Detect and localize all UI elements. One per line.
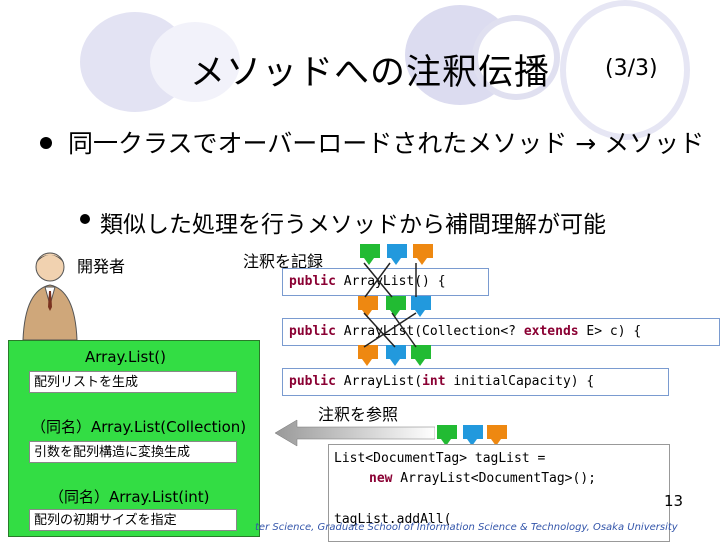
code-text: ArrayList() { [335, 274, 446, 289]
method-title-arraylist-int: （同名）Array.List(int) [49, 488, 210, 506]
bullet-dot [80, 214, 90, 224]
annotation-tag [463, 425, 483, 446]
decor-circle [150, 22, 240, 102]
footer-text: ter Science, Graduate School of Informat… [255, 522, 678, 533]
annotation-tag [386, 345, 406, 366]
code-text: ArrayList<DocumentTag>(); [392, 471, 596, 486]
method-list-panel: Array.List() 配列リストを生成 （同名）Array.List(Col… [8, 340, 260, 537]
code-line-arraylist-int: public ArrayList(int initialCapacity) { [282, 368, 669, 396]
code-text: ArrayList(Collection<? [335, 324, 524, 339]
code-text: initialCapacity) { [445, 374, 595, 389]
bullet-overloaded-methods: 同一クラスでオーバーロードされたメソッド → メソッド [68, 129, 705, 158]
method-title-arraylist-collection: （同名）Array.List(Collection) [31, 418, 247, 436]
code-keyword: extends [523, 324, 579, 339]
page-number: 13 [664, 492, 684, 510]
code-usage-snippet: List<DocumentTag> tagList = new ArrayLis… [328, 444, 670, 542]
decor-circle [560, 0, 690, 140]
code-keyword: public [289, 374, 336, 389]
bullet-dot [40, 137, 52, 149]
annotation-tag [413, 244, 433, 265]
code-text: ArrayList( [335, 374, 423, 389]
method-desc-arraylist-int: 配列の初期サイズを指定 [29, 509, 237, 531]
code-text: List<DocumentTag> tagList = [334, 451, 546, 466]
annotation-tag [358, 296, 378, 317]
bullet-interpolation: 類似した処理を行うメソッドから補間理解が可能 [100, 212, 606, 238]
method-desc-arraylist: 配列リストを生成 [29, 371, 237, 393]
slide-title: メソッドへの注釈伝播 [190, 53, 551, 93]
developer-illustration [22, 252, 78, 340]
code-keyword: public [289, 324, 336, 339]
annotation-tag [387, 244, 407, 265]
method-title-arraylist: Array.List() [85, 348, 166, 366]
annotation-tag [358, 345, 378, 366]
annotation-tag [360, 244, 380, 265]
code-line-arraylist-collection: public ArrayList(Collection<? extends E>… [282, 318, 720, 346]
code-keyword: new [369, 471, 393, 486]
code-line-arraylist-noarg: public ArrayList() { [282, 268, 489, 296]
decor-circle [472, 15, 560, 100]
annotation-link-lines [363, 262, 417, 348]
code-keyword: int [422, 374, 446, 389]
slide-page-fraction: (3/3) [605, 56, 658, 81]
code-text: E> c) { [578, 324, 642, 339]
method-desc-arraylist-collection: 引数を配列構造に変換生成 [29, 441, 237, 463]
code-text: tagList.addAll( [334, 512, 452, 527]
annotation-tag [487, 425, 507, 446]
annotation-tag [386, 296, 406, 317]
refer-annotation-label: 注釈を参照 [318, 405, 399, 424]
code-keyword: public [289, 274, 336, 289]
annotation-tag [437, 425, 457, 446]
annotation-tag [411, 296, 431, 317]
developer-label: 開発者 [77, 257, 126, 276]
record-annotation-label: 注釈を記録 [243, 252, 324, 271]
annotation-tag [411, 345, 431, 366]
reference-arrow-icon [275, 419, 435, 447]
